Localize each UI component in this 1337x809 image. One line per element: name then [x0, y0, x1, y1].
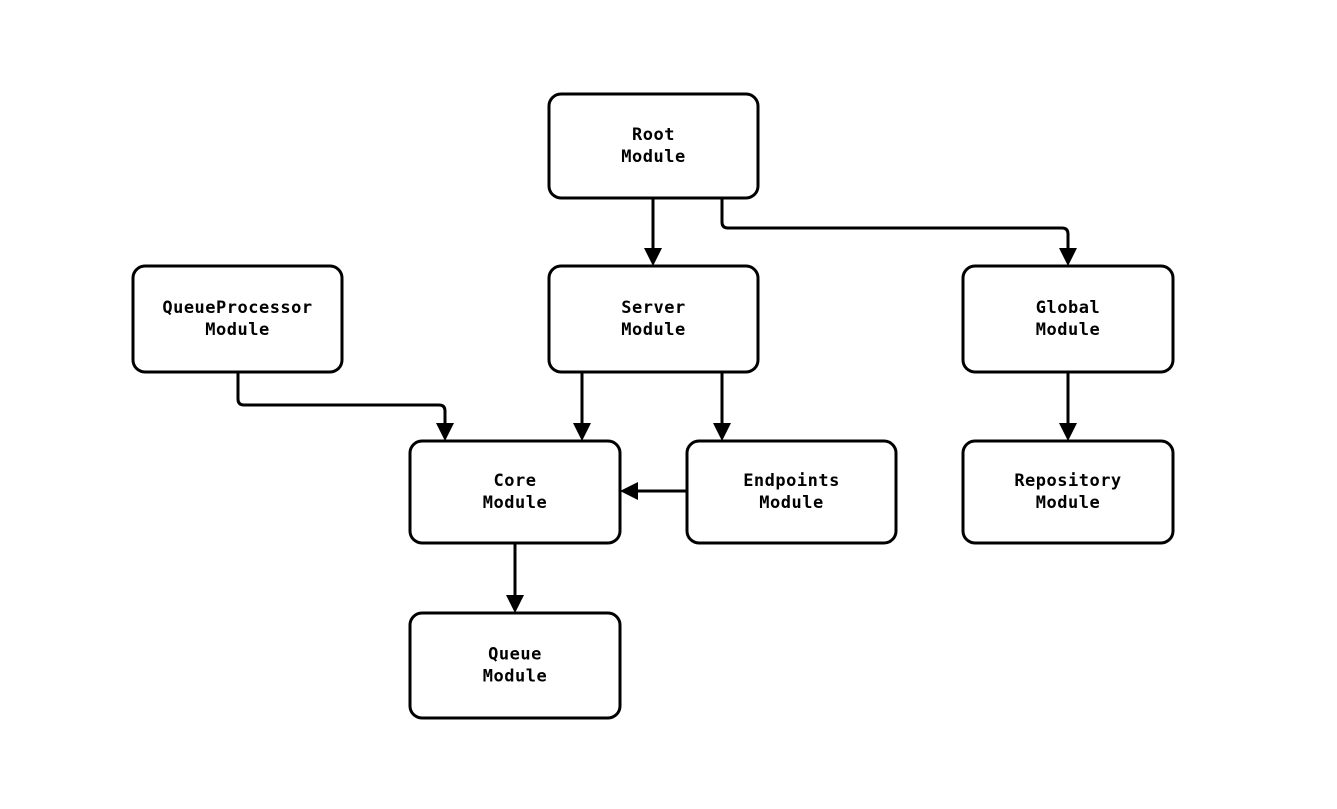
node-box[interactable]: [547, 92, 760, 200]
edge-server-to-core: [573, 372, 591, 441]
node-label-line2: Module: [483, 667, 547, 687]
node-label-line2: Module: [483, 493, 547, 513]
node-box[interactable]: [685, 439, 898, 545]
node-label-line2: Module: [759, 493, 823, 513]
node-box[interactable]: [408, 611, 622, 720]
arrowhead-icon: [1059, 423, 1077, 441]
arrowhead-icon: [573, 423, 591, 441]
node-box[interactable]: [547, 264, 760, 374]
arrowhead-icon: [620, 482, 638, 500]
node-box[interactable]: [961, 264, 1175, 374]
arrowhead-icon: [644, 248, 662, 266]
node-label-line1: Endpoints: [743, 471, 840, 491]
node-label-line1: Queue: [488, 645, 542, 665]
edge-queueprocessor-to-core: [236, 372, 454, 441]
arrowhead-icon: [436, 423, 454, 441]
node-box[interactable]: [131, 264, 344, 374]
node-label-line1: Core: [494, 471, 537, 491]
edge-global-to-repository: [1059, 372, 1077, 441]
node-label-line1: Repository: [1014, 471, 1121, 491]
node-box[interactable]: [961, 439, 1175, 545]
node-label-line2: Module: [205, 320, 269, 340]
node-label-line2: Module: [1036, 320, 1100, 340]
node-label-line2: Module: [1036, 493, 1100, 513]
arrowhead-icon: [506, 595, 524, 613]
edge-line: [720, 198, 1070, 252]
edge-server-to-endpoints: [713, 372, 731, 441]
edge-root-to-server: [644, 198, 662, 266]
nodes-layer: RootModuleQueueProcessorModuleServerModu…: [131, 92, 1175, 720]
node-label-line1: Global: [1036, 298, 1100, 318]
node-label-line2: Module: [621, 147, 685, 167]
arrowhead-icon: [1059, 248, 1077, 266]
edge-endpoints-to-core: [620, 482, 687, 500]
node-label-line1: Root: [632, 125, 675, 145]
edge-root-to-global: [720, 198, 1077, 266]
node-box[interactable]: [408, 439, 622, 545]
node-label-line1: Server: [621, 298, 685, 318]
edge-core-to-queue: [506, 543, 524, 613]
edge-line: [236, 372, 447, 427]
node-label-line2: Module: [621, 320, 685, 340]
node-label-line1: QueueProcessor: [162, 298, 312, 318]
arrowhead-icon: [713, 423, 731, 441]
edges-layer: [236, 198, 1077, 613]
